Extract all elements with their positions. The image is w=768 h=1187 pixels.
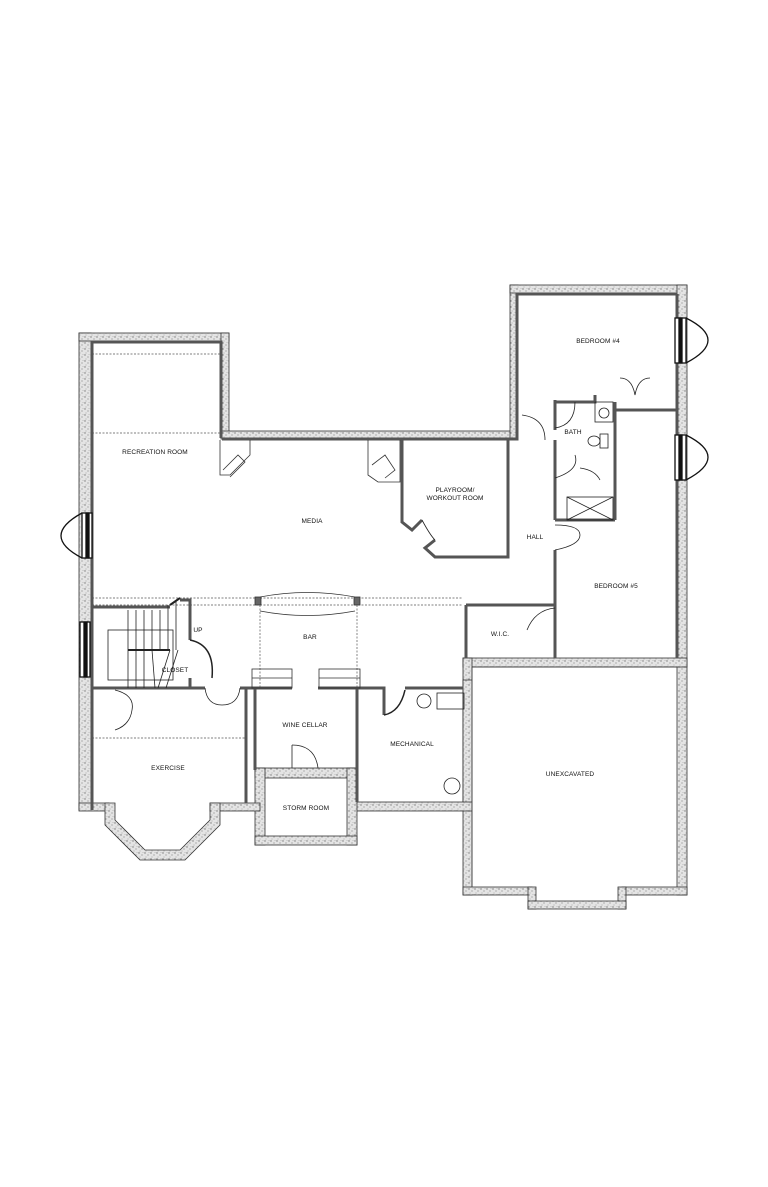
- label-bedroom-4: BEDROOM #4: [576, 338, 620, 345]
- unexcavated-outline: [471, 666, 677, 887]
- label-media: MEDIA: [301, 518, 323, 525]
- label-recreation-room: RECREATION ROOM: [122, 449, 188, 456]
- corner-units: [219, 440, 401, 483]
- egress-windows: [60, 317, 709, 678]
- label-closet: CLOSET: [161, 667, 189, 674]
- label-exercise: EXERCISE: [151, 765, 185, 772]
- interior-walls: [90, 292, 679, 810]
- label-unexcavated: UNEXCAVATED: [545, 771, 595, 778]
- label-storm-room: STORM ROOM: [282, 805, 330, 812]
- label-wic: W.I.C.: [490, 631, 510, 638]
- soffit-lines: [92, 353, 463, 739]
- bath-fixtures: [566, 401, 614, 521]
- mechanical-fixtures: [416, 692, 465, 795]
- label-wine-cellar: WINE CELLAR: [282, 722, 328, 729]
- staircase: [107, 597, 181, 689]
- label-bar: BAR: [303, 634, 317, 641]
- bar-counters: [251, 592, 361, 689]
- doors: [114, 377, 651, 769]
- label-bedroom-5: BEDROOM #5: [594, 583, 638, 590]
- label-bath: BATH: [564, 429, 582, 436]
- label-mechanical: MECHANICAL: [390, 741, 434, 748]
- label-hall: HALL: [526, 534, 544, 541]
- label-stair-up: UP: [193, 627, 203, 634]
- foundation-walls: [78, 284, 688, 910]
- label-playroom-workout: PLAYROOM/ WORKOUT ROOM: [426, 487, 484, 502]
